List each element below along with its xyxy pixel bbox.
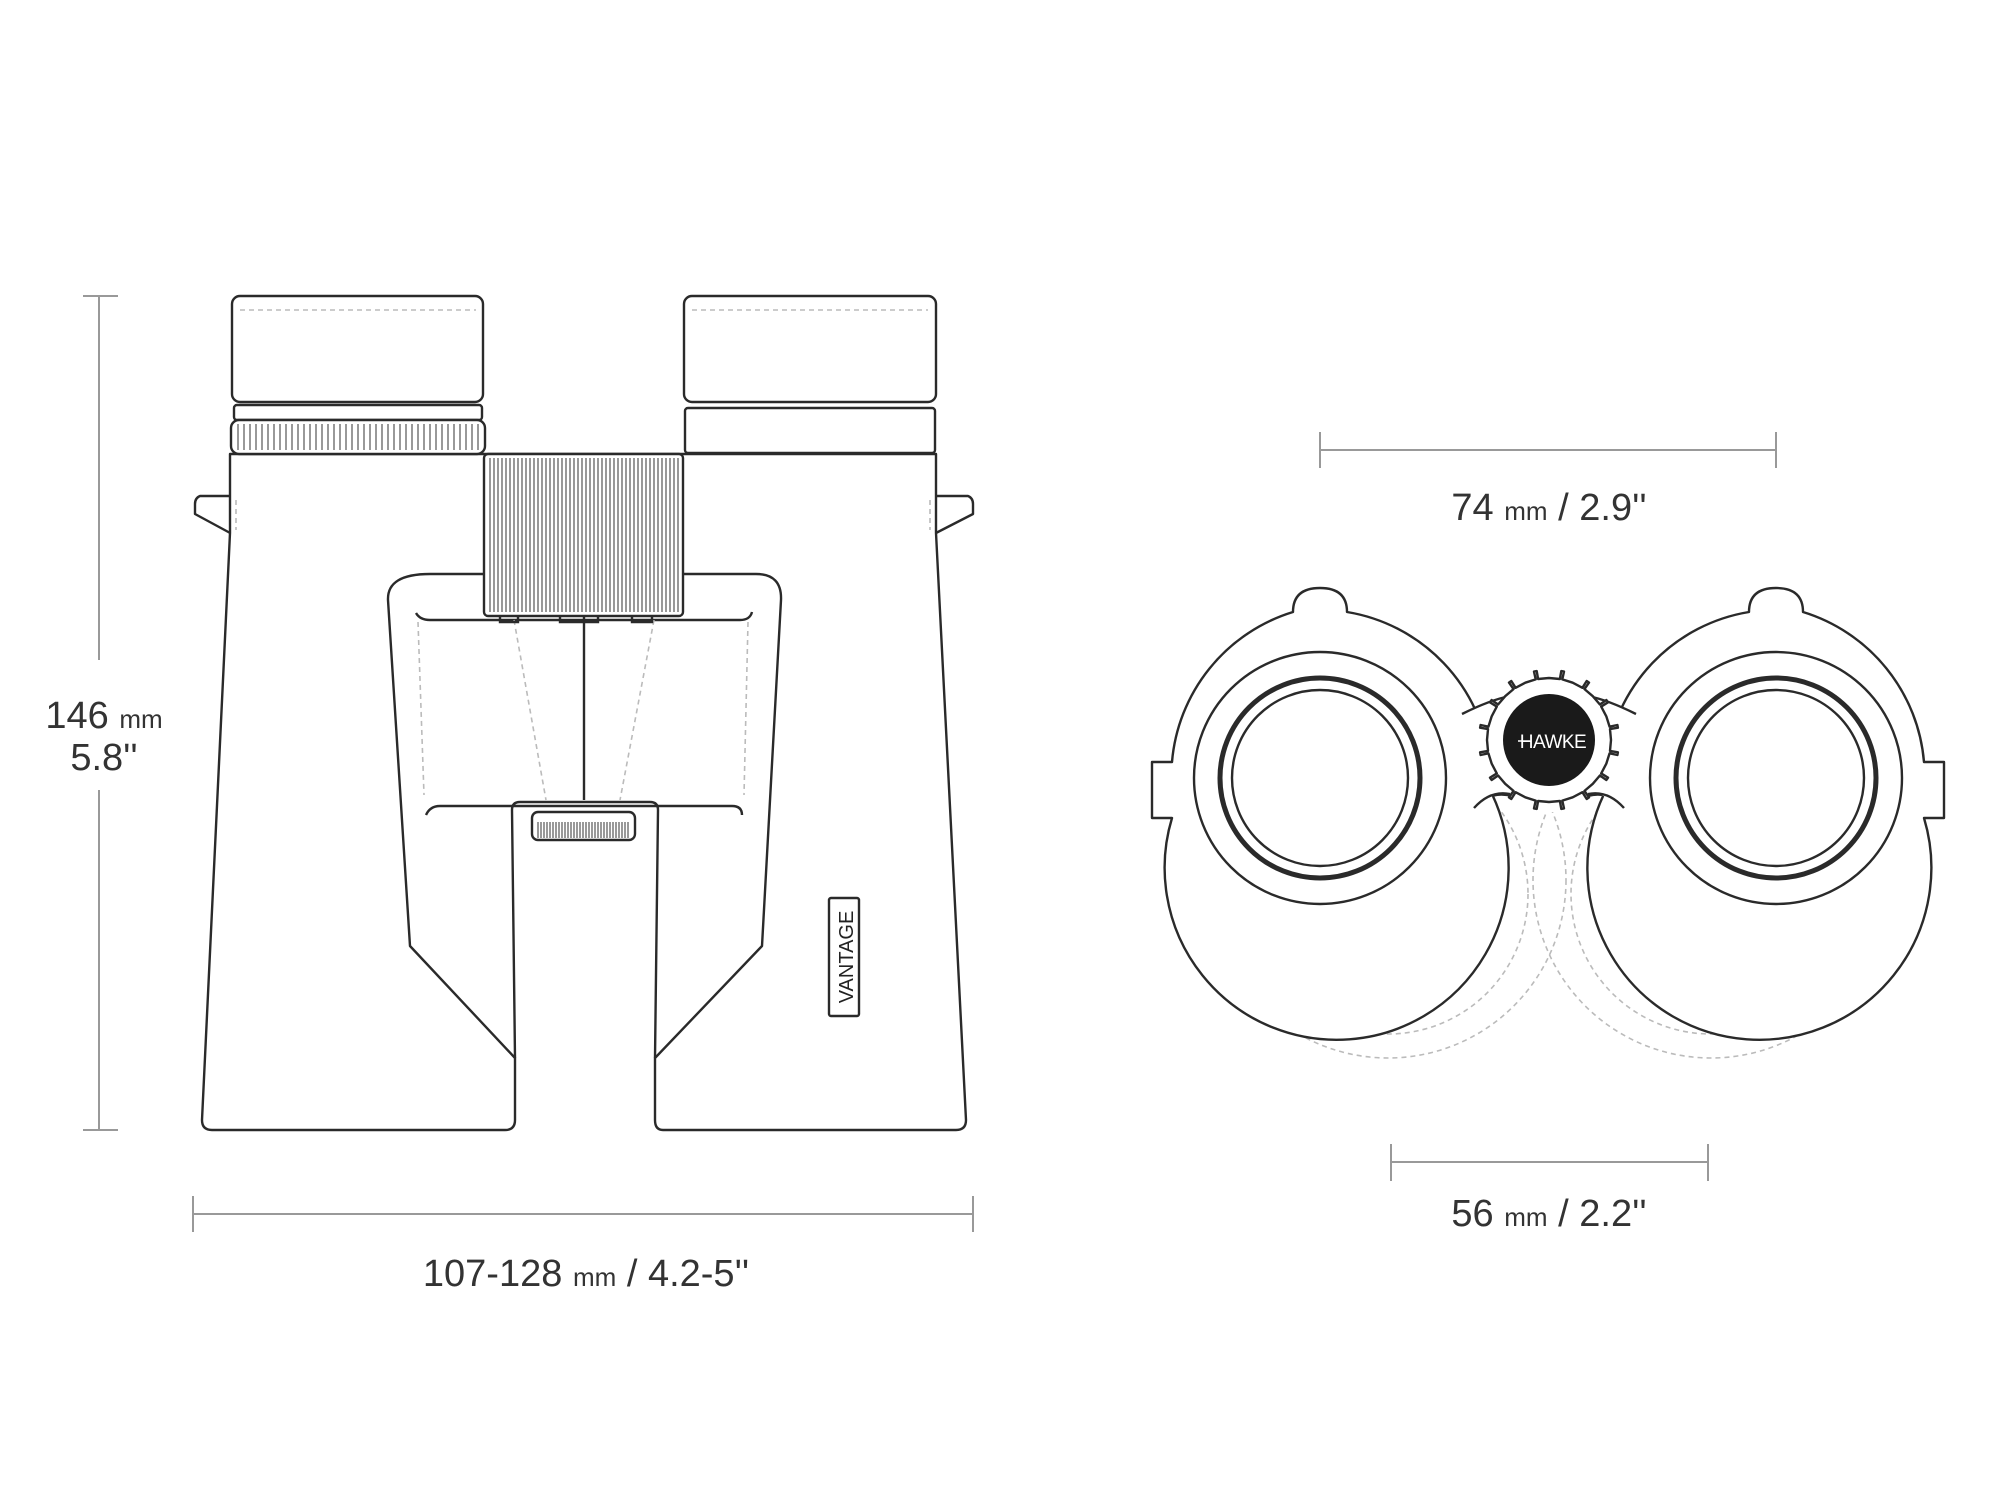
hawke-logo-text: HAWKE — [1520, 732, 1586, 753]
ipd-max-dimension-line — [1319, 432, 1777, 468]
left-eyecup — [230, 294, 485, 404]
ipd-min-label: 56 mm / 2.2'' — [1451, 1193, 1646, 1235]
right-objective — [1586, 586, 1946, 1041]
height-dimension-line — [83, 295, 118, 1131]
binocular-body — [200, 452, 968, 1132]
diopter-knurling — [237, 424, 479, 450]
right-eyecup-ring — [683, 406, 937, 455]
hinge-wheel-knurling — [537, 822, 629, 838]
right-strap-lug — [932, 494, 975, 536]
width-label: 107-128 mm / 4.2-5'' — [423, 1253, 749, 1295]
height-mm-label: 146 mm — [45, 695, 162, 737]
left-objective — [1150, 586, 1510, 1041]
side-view: 146 mm 5.8'' — [45, 294, 975, 1295]
hidden-lines — [235, 500, 931, 801]
left-strap-lug — [193, 494, 234, 536]
model-badge — [827, 896, 861, 1018]
bridge-lower-edge — [424, 804, 744, 816]
ipd-max-label: 74 mm / 2.9'' — [1451, 487, 1646, 529]
hawke-logo-badge — [1503, 694, 1595, 786]
width-dimension-line — [192, 1196, 974, 1232]
right-eyecup — [682, 294, 938, 404]
ipd-min-dimension-line — [1390, 1144, 1709, 1181]
height-inch-label: 5.8'' — [70, 737, 137, 779]
front-view: 74 mm / 2.9'' HAWKE — [1150, 432, 1946, 1235]
left-eyecup-ring — [232, 403, 484, 422]
model-badge-text: VANTAGE — [836, 911, 858, 1004]
focus-wheel-knurling — [489, 458, 679, 612]
